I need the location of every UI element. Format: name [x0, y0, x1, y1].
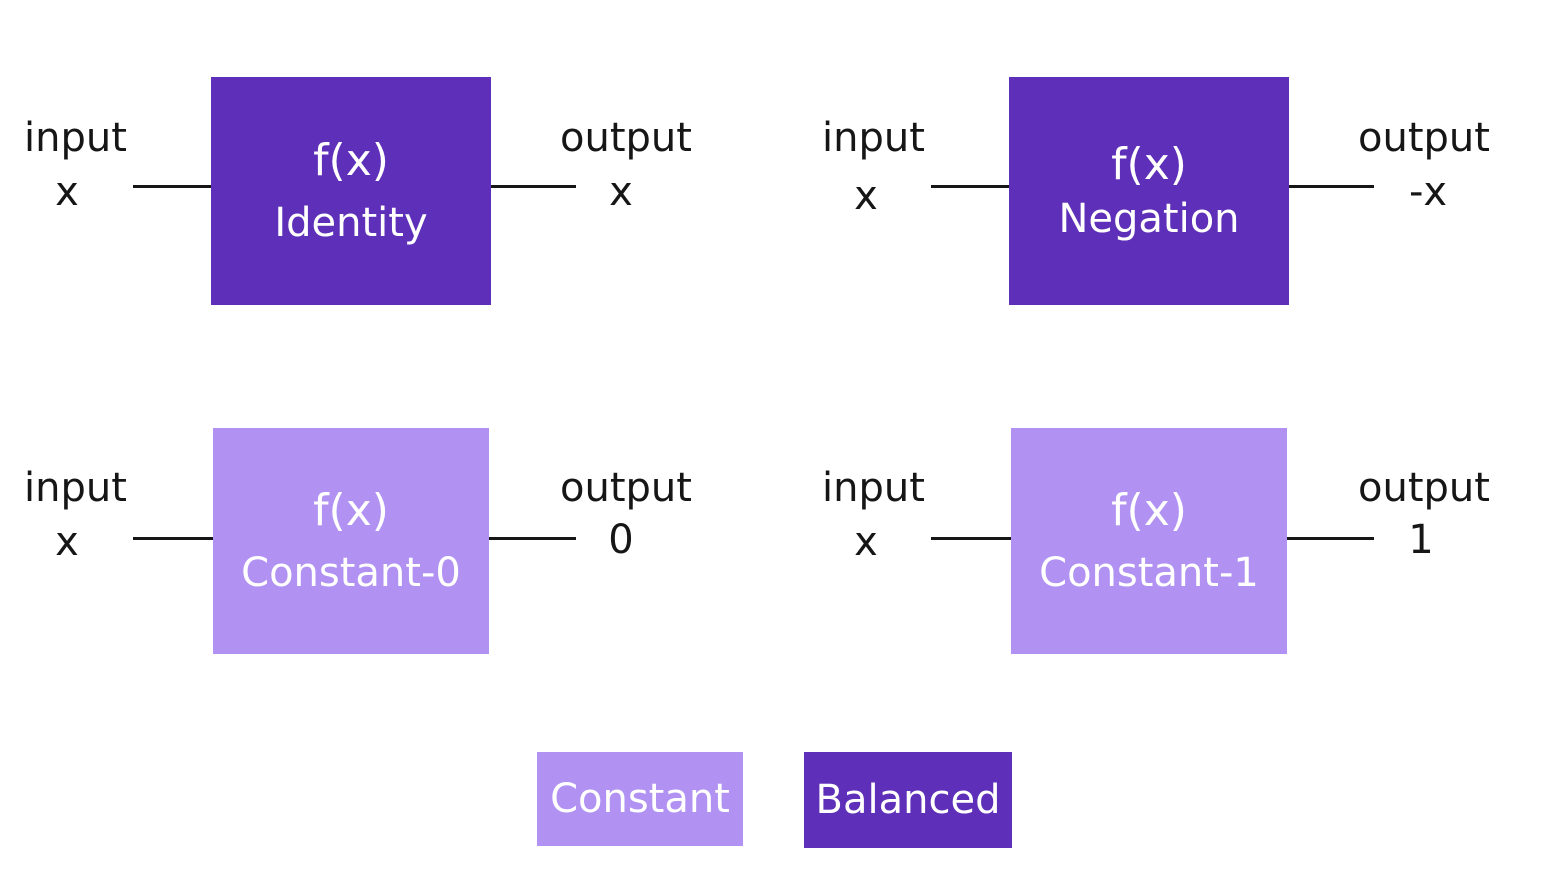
function-label: f(x): [313, 135, 389, 186]
output-wire: [491, 185, 576, 188]
output-label: output: [1358, 465, 1490, 511]
function-name: Constant-1: [1039, 550, 1259, 596]
output-value: 0: [608, 517, 634, 563]
input-wire: [931, 185, 1009, 188]
output-value: x: [609, 169, 633, 215]
function-box-negation: f(x) Negation: [1009, 77, 1289, 305]
input-value: x: [854, 173, 878, 219]
function-name: Identity: [274, 200, 428, 246]
legend-balanced: Balanced: [804, 752, 1012, 848]
input-value: x: [854, 519, 878, 565]
function-box-constant-1: f(x) Constant-1: [1011, 428, 1287, 654]
output-value: 1: [1408, 517, 1434, 563]
function-label: f(x): [1111, 139, 1187, 190]
function-label: f(x): [313, 485, 389, 536]
input-label: input: [822, 115, 925, 161]
function-box-identity: f(x) Identity: [211, 77, 491, 305]
input-label: input: [24, 115, 127, 161]
function-label: f(x): [1111, 485, 1187, 536]
input-wire: [931, 537, 1011, 540]
function-name: Negation: [1058, 196, 1240, 242]
output-label: output: [1358, 115, 1490, 161]
input-label: input: [822, 465, 925, 511]
legend-constant: Constant: [537, 752, 743, 846]
output-value: -x: [1408, 169, 1448, 215]
input-wire: [133, 537, 213, 540]
input-label: input: [24, 465, 127, 511]
output-label: output: [560, 115, 692, 161]
input-value: x: [55, 519, 79, 565]
input-value: x: [55, 169, 79, 215]
output-wire: [1289, 185, 1374, 188]
function-box-constant-0: f(x) Constant-0: [213, 428, 489, 654]
output-label: output: [560, 465, 692, 511]
input-wire: [133, 185, 211, 188]
output-wire: [489, 537, 576, 540]
function-name: Constant-0: [241, 550, 461, 596]
output-wire: [1287, 537, 1374, 540]
